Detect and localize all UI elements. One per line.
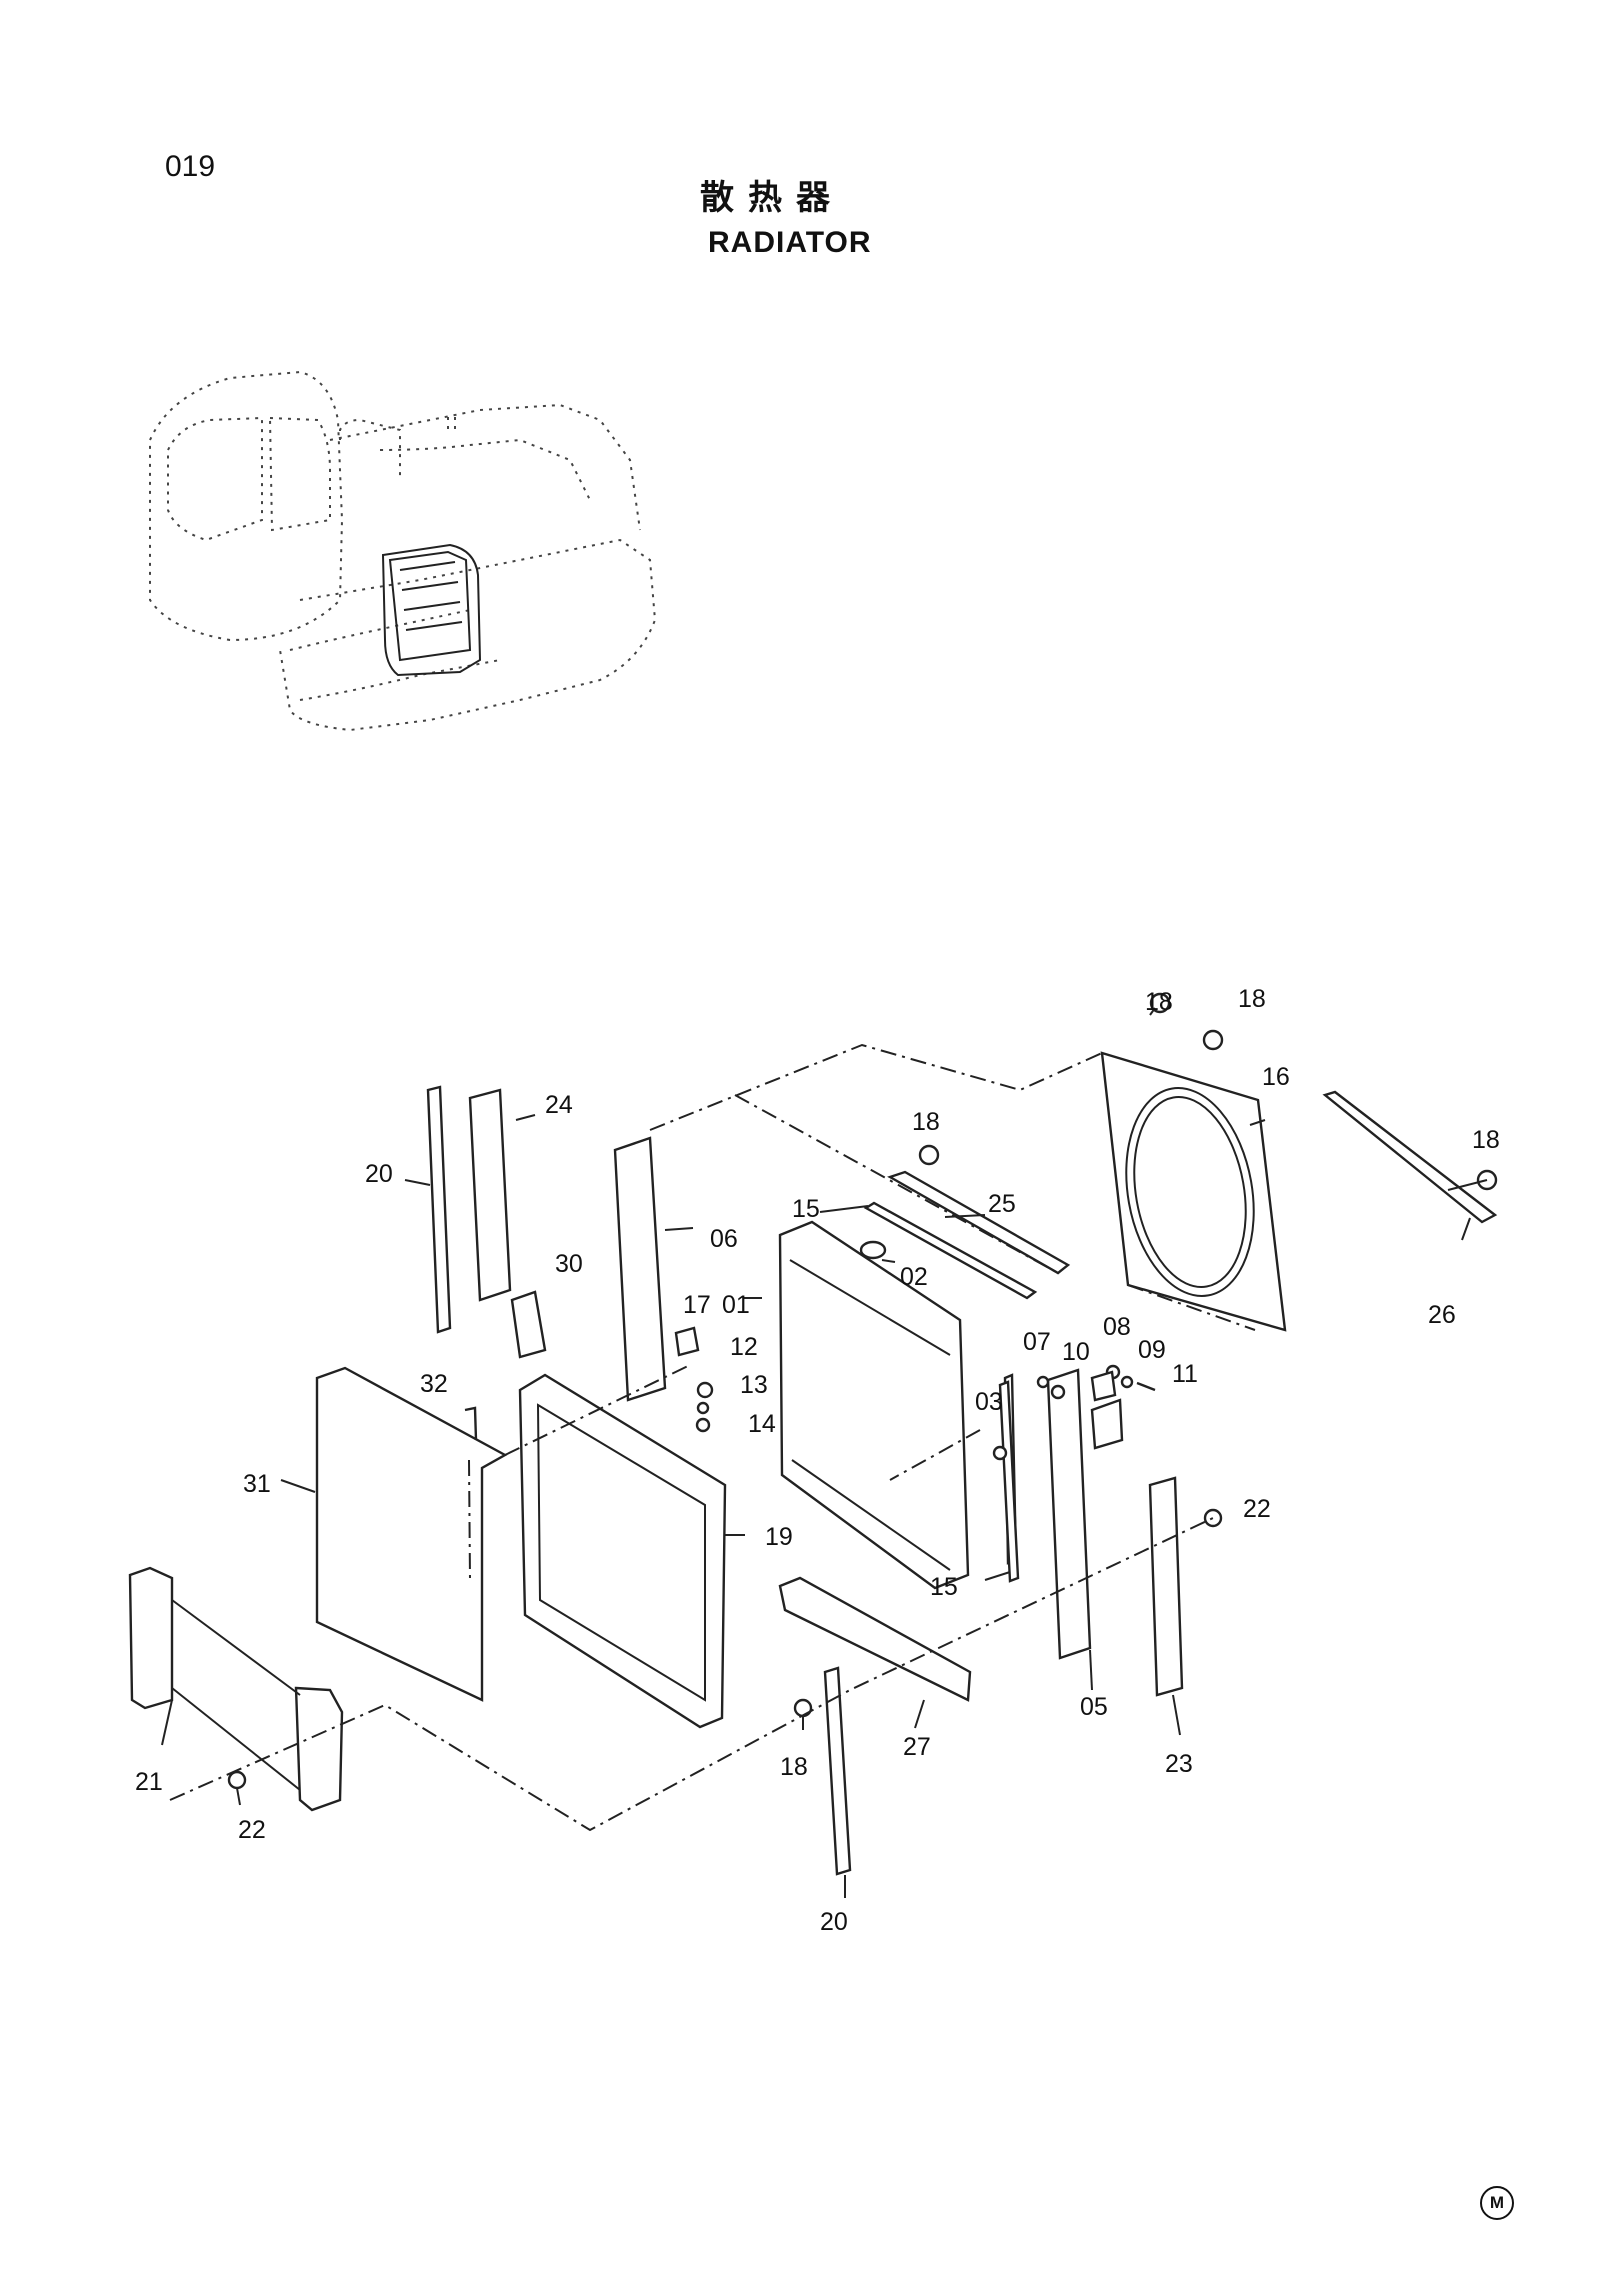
callout-20: 20: [820, 1908, 848, 1936]
nut-22b: [227, 1770, 247, 1790]
spacer-block: [674, 1326, 700, 1357]
callout-22: 22: [1243, 1495, 1271, 1523]
rubber-seal-lower: [998, 1380, 1020, 1583]
callout-labels: 18 18 16 18 18 24 20 15 25 06 02 30 17 0…: [135, 985, 1500, 1936]
rubber-seal-upper: [863, 1201, 1038, 1300]
callout-15: 15: [930, 1573, 958, 1601]
callout-27: 27: [903, 1733, 931, 1761]
callout-21: 21: [135, 1768, 163, 1796]
page-title-chinese: 散热器: [700, 178, 844, 218]
callout-14: 14: [748, 1410, 776, 1438]
radiator-cap: [859, 1240, 887, 1260]
callout-06: 06: [710, 1225, 738, 1253]
part-10: [1050, 1384, 1066, 1400]
callout-13: 13: [740, 1371, 768, 1399]
oil-cooler: [128, 1566, 344, 1812]
screw-32: [464, 1406, 478, 1441]
fan-shroud: [1100, 1051, 1287, 1332]
callout-01: 01: [722, 1291, 750, 1319]
callout-20: 20: [365, 1160, 393, 1188]
radiator-frame: [518, 1373, 727, 1729]
side-channel-06: [613, 1136, 667, 1402]
bolt-11: [1136, 1381, 1156, 1392]
callout-25: 25: [988, 1190, 1016, 1218]
part-03-fitting: [992, 1445, 1008, 1461]
callout-15: 15: [792, 1195, 820, 1223]
bracket-10-plate: [1090, 1370, 1117, 1402]
excavator-overview-illustration: [149, 370, 657, 732]
leader-lines: [161, 1007, 1488, 1898]
callout-10: 10: [1062, 1338, 1090, 1366]
part-14: [695, 1417, 711, 1433]
callout-22: 22: [238, 1816, 266, 1844]
part-07: [1036, 1375, 1050, 1389]
callout-11: 11: [1172, 1360, 1198, 1388]
radiator-core: [778, 1220, 970, 1590]
page-title: RADIATOR: [708, 226, 872, 259]
callout-18: 18: [780, 1753, 808, 1781]
callout-23: 23: [1165, 1750, 1193, 1778]
callout-16: 16: [1262, 1063, 1290, 1091]
callout-19: 19: [765, 1523, 793, 1551]
callout-03: 03: [975, 1388, 1003, 1416]
manufacturer-mark: M: [1480, 2186, 1514, 2220]
side-plate-20-lower: [823, 1666, 852, 1876]
callout-12: 12: [730, 1333, 758, 1361]
callout-07: 07: [1023, 1328, 1051, 1356]
seal-strip-26: [1322, 1090, 1498, 1224]
bolt-18c: [918, 1144, 940, 1166]
callout-05: 05: [1080, 1693, 1108, 1721]
callout-17: 17: [683, 1291, 711, 1319]
bolt-18b: [1202, 1029, 1224, 1051]
callout-24: 24: [545, 1091, 573, 1119]
upper-bracket: [887, 1170, 1071, 1275]
callout-32: 32: [420, 1370, 448, 1398]
callout-18: 18: [1145, 988, 1173, 1016]
callout-30: 30: [555, 1250, 583, 1278]
callout-26: 26: [1428, 1301, 1456, 1329]
callout-18: 18: [1472, 1126, 1500, 1154]
side-cover: [315, 1366, 508, 1702]
nut-22a: [1203, 1508, 1223, 1528]
washer-09: [1120, 1375, 1134, 1389]
callout-08: 08: [1103, 1313, 1131, 1341]
bracket-side: [1090, 1398, 1124, 1450]
callout-09: 09: [1138, 1336, 1166, 1364]
callout-31: 31: [243, 1470, 271, 1498]
part-12: [696, 1381, 714, 1399]
bolt-18a: [1149, 992, 1171, 1014]
side-channel-24: [468, 1088, 512, 1302]
sponge-block: [510, 1290, 547, 1359]
side-plate-23: [1148, 1476, 1184, 1697]
side-column-05: [1046, 1368, 1092, 1660]
side-plate-20-upper: [426, 1085, 452, 1334]
assembly-lines: [169, 1043, 1256, 1832]
callout-18: 18: [912, 1108, 940, 1136]
part-13: [696, 1401, 710, 1415]
page-number: 019: [165, 150, 216, 183]
bolt-18e: [793, 1698, 813, 1718]
callout-18: 18: [1238, 985, 1266, 1013]
lower-bar: [778, 1576, 972, 1702]
callout-02: 02: [900, 1263, 928, 1291]
